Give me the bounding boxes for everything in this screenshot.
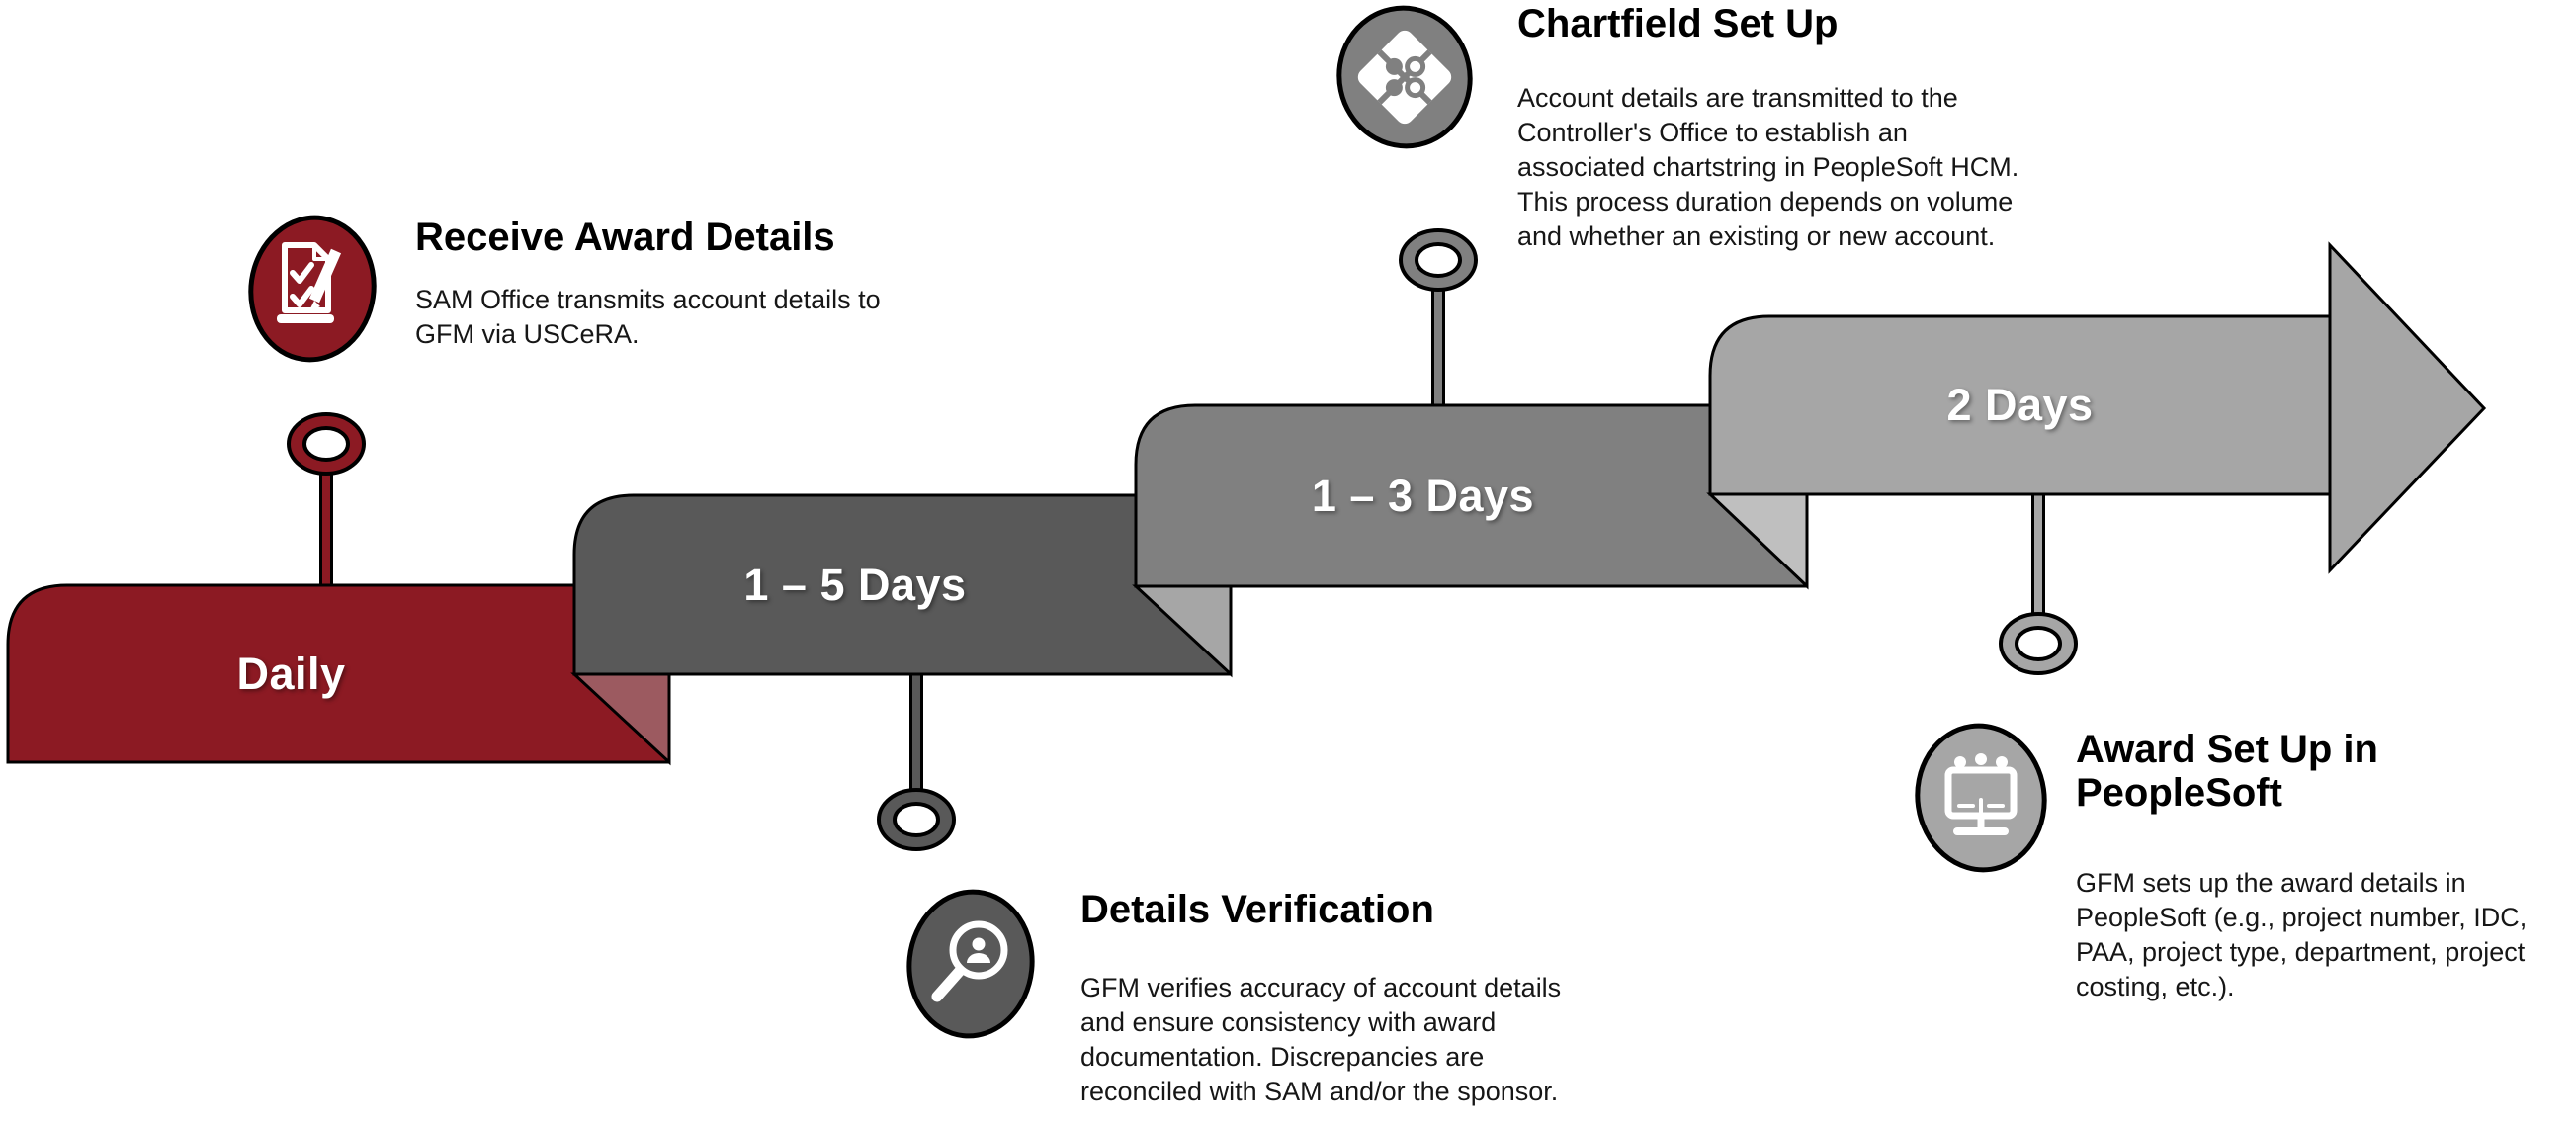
checklist-pencil-icon (248, 215, 377, 363)
stage-description: Account details are transmitted to the C… (1517, 83, 2019, 252)
callout-details-verification: Details Verification GFM verifies accura… (1080, 888, 1594, 1109)
pin-ring-inner (302, 426, 350, 462)
pin-marker-verification (877, 670, 956, 851)
icon-blob (906, 889, 1035, 1039)
pin-stem (1431, 287, 1445, 409)
stage-title: Details Verification (1080, 888, 1434, 931)
stage-description: GFM verifies accuracy of account details… (1080, 973, 1562, 1107)
stage-description: SAM Office transmits account details to … (415, 285, 881, 350)
pin-ring-inner (1415, 242, 1462, 278)
stage-title: Award Set Up in PeopleSoft (2076, 728, 2378, 815)
callout-award-set-up-in-peoplesoft: Award Set Up in PeopleSoft GFM sets up t… (2076, 728, 2531, 1004)
pin-ring-inner (2015, 626, 2062, 661)
banner-daily (6, 583, 671, 764)
puzzle-icon (1336, 5, 1473, 149)
pin-stem (319, 469, 333, 589)
arrow-head (2328, 241, 2487, 574)
pin-marker-chartfield (1399, 228, 1478, 409)
banner-1-5-days (572, 493, 1233, 676)
pin-stem (909, 670, 923, 793)
banner-1-3-days (1134, 403, 1809, 588)
magnifier-person-icon (906, 889, 1035, 1039)
billboard-icon (1915, 723, 2047, 873)
stage-description: GFM sets up the award details in PeopleS… (2076, 868, 2528, 1002)
pin-marker-award (1999, 490, 2078, 675)
pin-marker-receive (287, 412, 366, 589)
pin-stem (2031, 490, 2045, 617)
stage-title: Chartfield Set Up (1517, 2, 1839, 45)
banner-2-days (1708, 314, 2332, 496)
pin-ring-inner (893, 802, 940, 837)
stage-title: Receive Award Details (415, 216, 835, 259)
callout-chartfield-set-up: Chartfield Set Up Account details are tr… (1517, 2, 2031, 254)
callout-receive-award-details: Receive Award Details SAM Office transmi… (415, 216, 929, 352)
